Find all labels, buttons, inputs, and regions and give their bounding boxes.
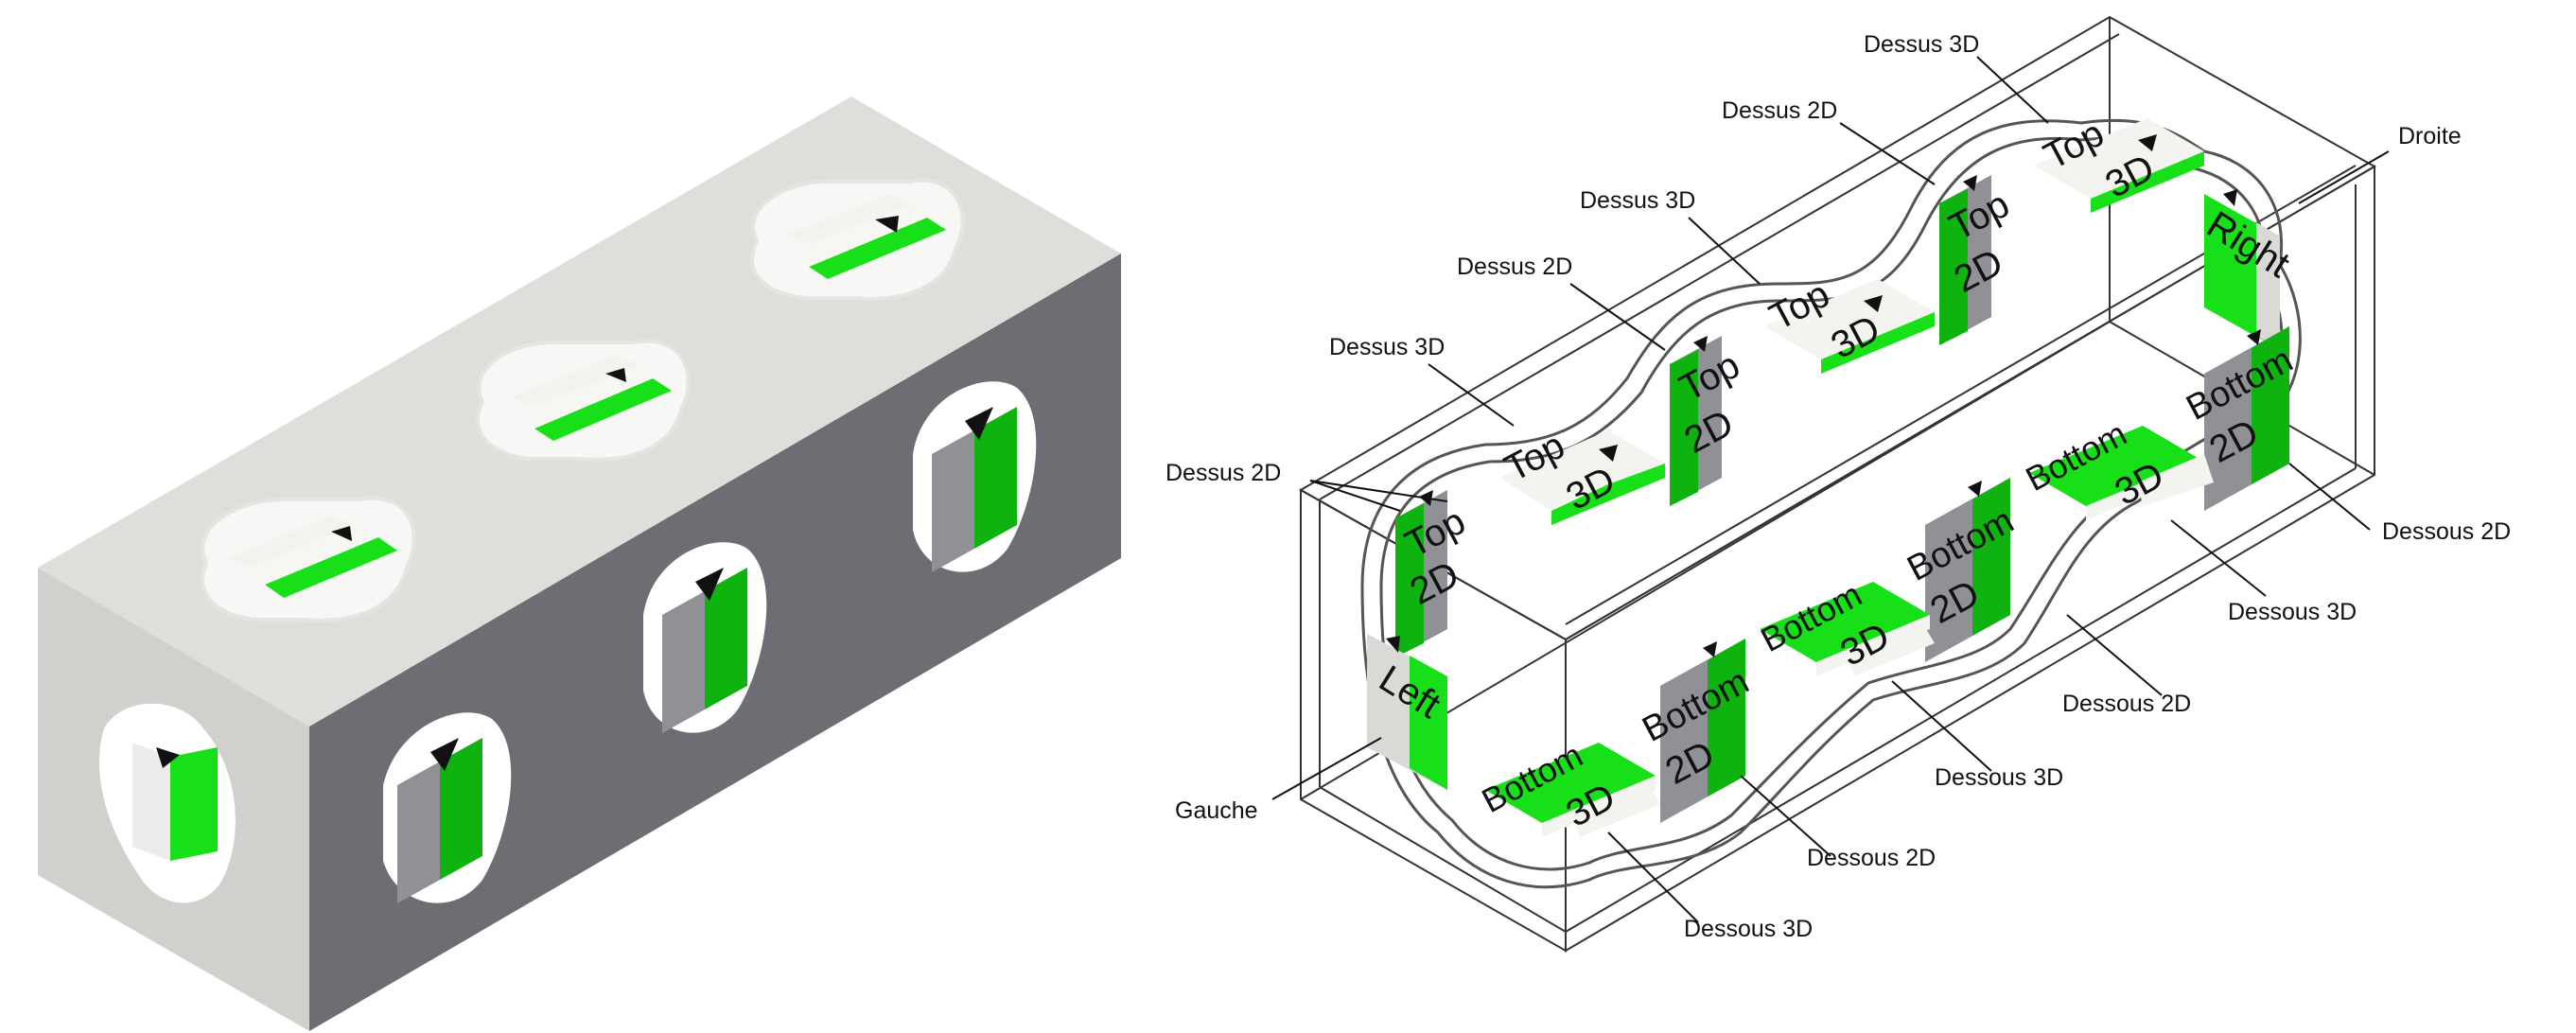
top-window-3: [750, 178, 965, 301]
face-bottom2d-a: Bottom 2D: [2181, 326, 2300, 511]
face-top3d-b: Top 3D: [1763, 273, 1935, 374]
callout-dessous-3d-a: Dessous 3D: [2228, 599, 2357, 625]
face-top3d-c: Top 3D: [2034, 113, 2204, 213]
face-bottom3d-c: Bottom 3D: [1476, 735, 1660, 837]
callout-dessus-2d-top: Dessus 2D: [1722, 97, 1837, 124]
leader-lines: [1271, 56, 2390, 923]
callout-dessous-3d-b: Dessous 3D: [1935, 764, 2063, 791]
callout-gauche: Gauche: [1175, 797, 1258, 824]
callout-dessous-3d-c: Dessous 3D: [1684, 916, 1813, 942]
callout-dessus-3d-mid: Dessus 3D: [1580, 187, 1695, 214]
side-window-3: [913, 381, 1037, 572]
top-window-2: [476, 339, 691, 462]
face-left: Left: [1367, 634, 1447, 790]
face-top3d-a: Top 3D: [1498, 425, 1665, 525]
face-bottom2d-b: Bottom 2D: [1901, 478, 2021, 662]
callout-dessus-3d-top: Dessus 3D: [1864, 31, 1979, 58]
callout-dessous-2d-a: Dessous 2D: [2382, 518, 2511, 545]
callout-droite: Droite: [2398, 123, 2462, 149]
face-top2d-b: Top 2D: [1670, 336, 1746, 506]
callout-dessous-2d-b: Dessous 2D: [2062, 691, 2191, 717]
solid-block: [38, 96, 1121, 1031]
face-bottom3d-b: Bottom 3D: [1755, 574, 1935, 676]
top-window-1: [201, 496, 416, 622]
callout-dessous-2d-c: Dessous 2D: [1807, 845, 1936, 871]
side-window-1: [383, 712, 512, 903]
callout-dessus-2d-mid: Dessus 2D: [1457, 254, 1572, 280]
face-top2d-c: Top 2D: [1939, 175, 2016, 345]
callout-dessus-2d-low: Dessus 2D: [1165, 460, 1281, 486]
side-window-2: [643, 542, 767, 733]
face-bottom3d-a: Bottom 3D: [2020, 413, 2214, 520]
callout-dessus-3d-low: Dessus 3D: [1329, 334, 1445, 360]
face-top2d-a: Top 2D: [1395, 490, 1472, 657]
end-window: [98, 703, 236, 903]
